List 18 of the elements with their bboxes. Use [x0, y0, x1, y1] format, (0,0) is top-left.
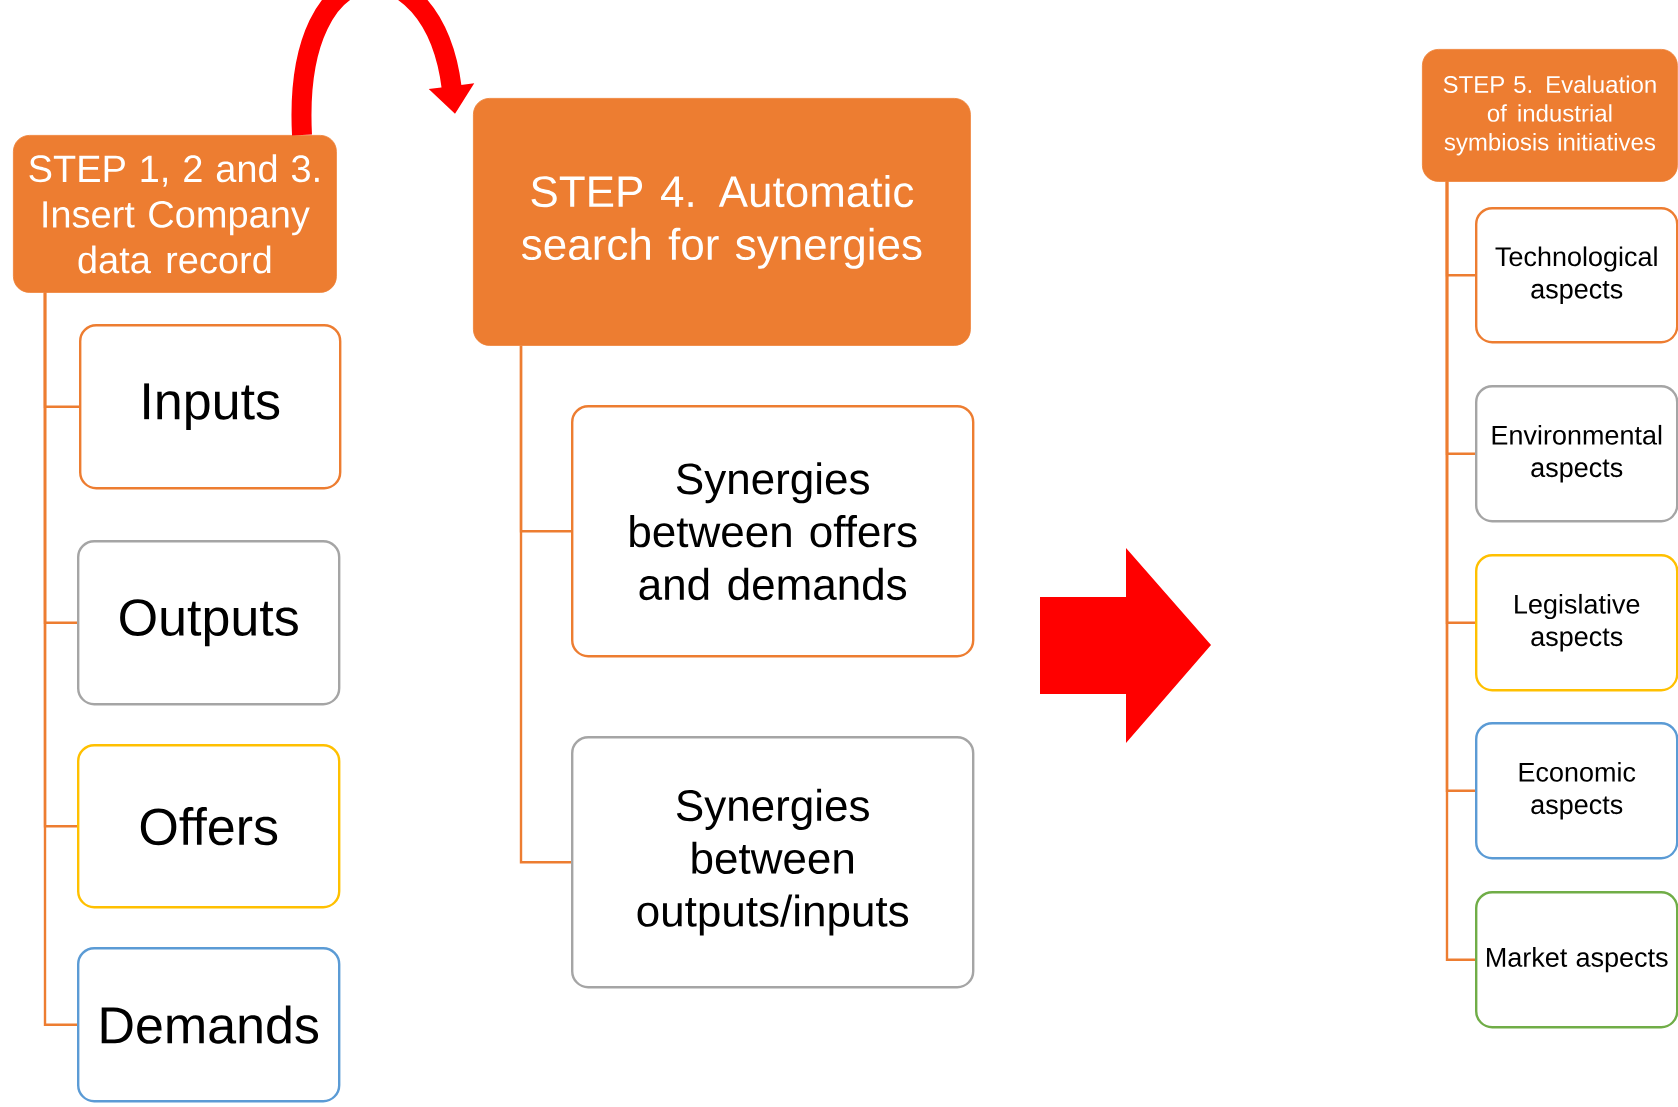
- step-header-box: STEP 4. Automatic search for synergies: [473, 98, 971, 346]
- connector-line: [1445, 181, 1475, 961]
- curved-arrow: [292, 0, 475, 136]
- step-header-box: STEP 1, 2 and 3. Insert Company data record: [13, 135, 337, 293]
- item-box: Economic aspects: [1475, 722, 1678, 860]
- step-header-box: STEP 5. Evaluation of industrial symbiosis initiatives: [1422, 49, 1678, 182]
- item-box: Technological aspects: [1475, 207, 1678, 344]
- connector-line: [519, 345, 571, 864]
- item-box: Market aspects: [1475, 891, 1678, 1029]
- item-box: Offers: [77, 744, 341, 909]
- connector-line: [43, 292, 77, 1026]
- item-box: Inputs: [79, 324, 342, 490]
- item-box: Synergies between offers and demands: [571, 405, 975, 658]
- item-box: Environmental aspects: [1475, 385, 1678, 523]
- item-box: Legislative aspects: [1475, 554, 1678, 692]
- item-box: Synergies between outputs/inputs: [571, 736, 975, 989]
- item-box: Demands: [77, 947, 341, 1103]
- item-box: Outputs: [77, 540, 341, 706]
